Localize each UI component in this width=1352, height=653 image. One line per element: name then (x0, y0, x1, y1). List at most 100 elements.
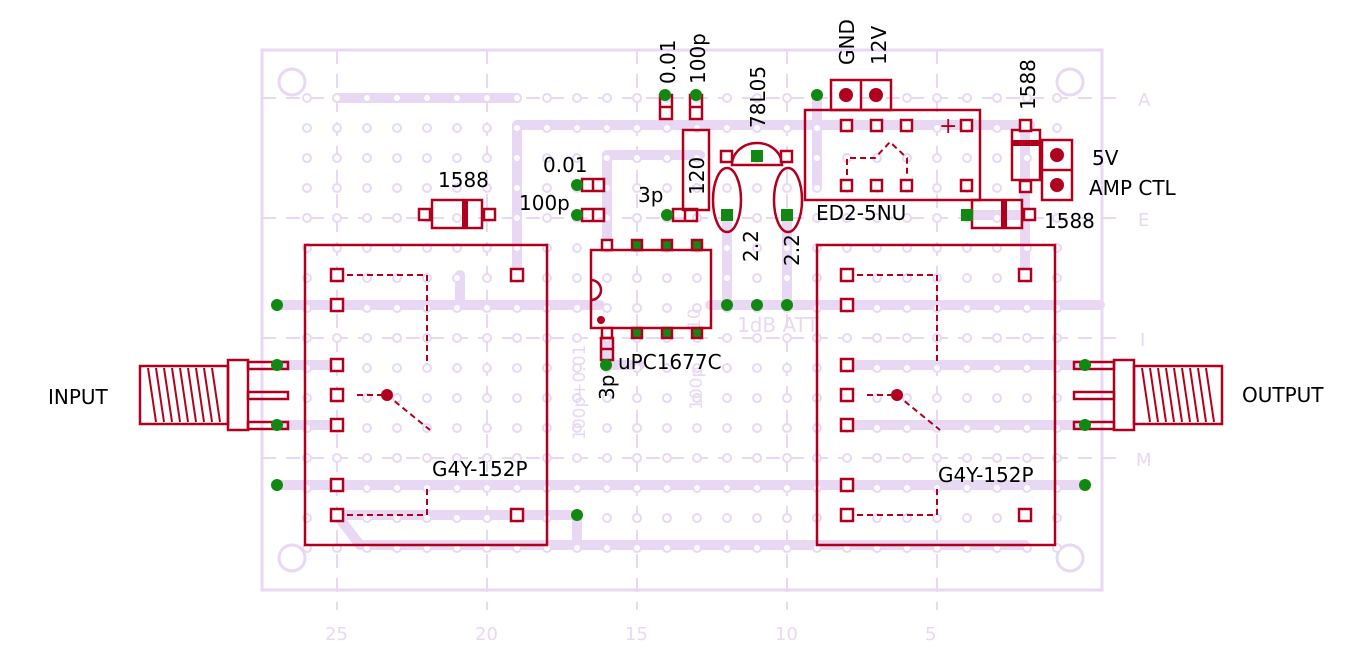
amp-ic (589, 238, 713, 340)
resistor-120 (681, 128, 711, 212)
perfboard-hole (962, 303, 972, 313)
silk-100p-001: 100p+0.01 (570, 345, 590, 440)
perfboard-hole (332, 153, 342, 163)
perfboard-hole (482, 333, 492, 343)
perfboard-hole (392, 93, 402, 103)
perfboard-hole (332, 123, 342, 133)
perfboard-hole (392, 183, 402, 193)
perfboard-hole (572, 483, 582, 493)
perfboard-hole (782, 393, 792, 403)
perfboard-hole (512, 363, 522, 373)
perfboard-hole (722, 123, 732, 133)
board-outline (260, 48, 1104, 592)
perfboard-hole (902, 213, 912, 223)
perfboard-hole (722, 243, 732, 253)
perfboard-hole (722, 543, 732, 553)
cap-22-right (772, 166, 804, 234)
perfboard-hole (782, 363, 792, 373)
perfboard-hole (962, 363, 972, 373)
perfboard-hole (662, 363, 672, 373)
perfboard-hole (512, 303, 522, 313)
perfboard-hole (302, 213, 312, 223)
perfboard-hole (572, 303, 582, 313)
perfboard-hole (752, 123, 762, 133)
perfboard-hole (512, 213, 522, 223)
perfboard-hole (362, 423, 372, 433)
perfboard-hole (482, 303, 492, 313)
perfboard-hole (632, 513, 642, 523)
row-label-m: M (1136, 450, 1152, 471)
col-label-15: 15 (625, 624, 648, 645)
perfboard-hole (392, 453, 402, 463)
relay-right (815, 243, 1057, 547)
perfboard-hole (452, 303, 462, 313)
output-label: OUTPUT (1242, 383, 1324, 407)
perfboard-hole (722, 333, 732, 343)
perfboard-hole (722, 363, 732, 373)
perfboard-hole (362, 153, 372, 163)
perfboard-hole (602, 303, 612, 313)
perfboard-hole (782, 423, 792, 433)
cap-3p-bottom-label: 3p (595, 375, 619, 400)
perfboard-hole (632, 453, 642, 463)
perfboard-hole (1022, 93, 1032, 103)
amp-ic-label: uPC1677C (618, 350, 722, 374)
perfboard-hole (992, 423, 1002, 433)
perfboard-hole (1052, 123, 1062, 133)
silk-1db-att: 1dB ATT (737, 313, 819, 337)
perfboard-hole (1022, 453, 1032, 463)
perfboard-hole (1022, 483, 1032, 493)
perfboard-hole (722, 93, 732, 103)
perfboard-hole (482, 393, 492, 403)
perfboard-hole (392, 363, 402, 373)
perfboard-hole (692, 303, 702, 313)
perfboard-hole (452, 93, 462, 103)
perfboard-hole (962, 273, 972, 283)
perfboard-hole (992, 273, 1002, 283)
col-label-25: 25 (325, 624, 348, 645)
perfboard-hole (302, 183, 312, 193)
row-label-a: A (1138, 90, 1151, 111)
perfboard-hole (632, 183, 642, 193)
perfboard-hole (512, 153, 522, 163)
perfboard-hole (482, 483, 492, 493)
perfboard-hole (632, 123, 642, 133)
input-connector (138, 358, 290, 432)
perfboard-hole (752, 513, 762, 523)
cap-top-001-label: 0.01 (656, 39, 680, 84)
perfboard-hole (692, 453, 702, 463)
perfboard-hole (422, 123, 432, 133)
perfboard-hole (572, 453, 582, 463)
perfboard-hole (602, 273, 612, 283)
perfboard-hole (422, 93, 432, 103)
perfboard-hole (902, 333, 912, 343)
perfboard-hole (932, 213, 942, 223)
perfboard-hole (392, 123, 402, 133)
perfboard-hole (1052, 93, 1062, 103)
perfboard-hole (692, 393, 702, 403)
relay-left-label: G4Y-152P (432, 457, 528, 481)
perfboard-hole (962, 423, 972, 433)
mount-hole-tr (1055, 67, 1085, 97)
perfboard-hole (932, 93, 942, 103)
perfboard-hole (632, 483, 642, 493)
perfboard-hole (482, 513, 492, 523)
perfboard-hole (992, 453, 1002, 463)
perfboard-hole (992, 183, 1002, 193)
perfboard-hole (902, 423, 912, 433)
perfboard-hole (572, 273, 582, 283)
perfboard-hole (632, 303, 642, 313)
perfboard-hole (452, 153, 462, 163)
perfboard-hole (392, 153, 402, 163)
perfboard-hole (872, 213, 882, 223)
perfboard-hole (452, 213, 462, 223)
perfboard-hole (632, 273, 642, 283)
perfboard-hole (452, 423, 462, 433)
perfboard-hole (452, 333, 462, 343)
mount-hole-tl (277, 67, 307, 97)
perfboard-hole (752, 333, 762, 343)
perfboard-hole (932, 123, 942, 133)
perfboard-hole (992, 363, 1002, 373)
v5-label: 5V (1092, 146, 1119, 170)
perfboard-hole (422, 393, 432, 403)
